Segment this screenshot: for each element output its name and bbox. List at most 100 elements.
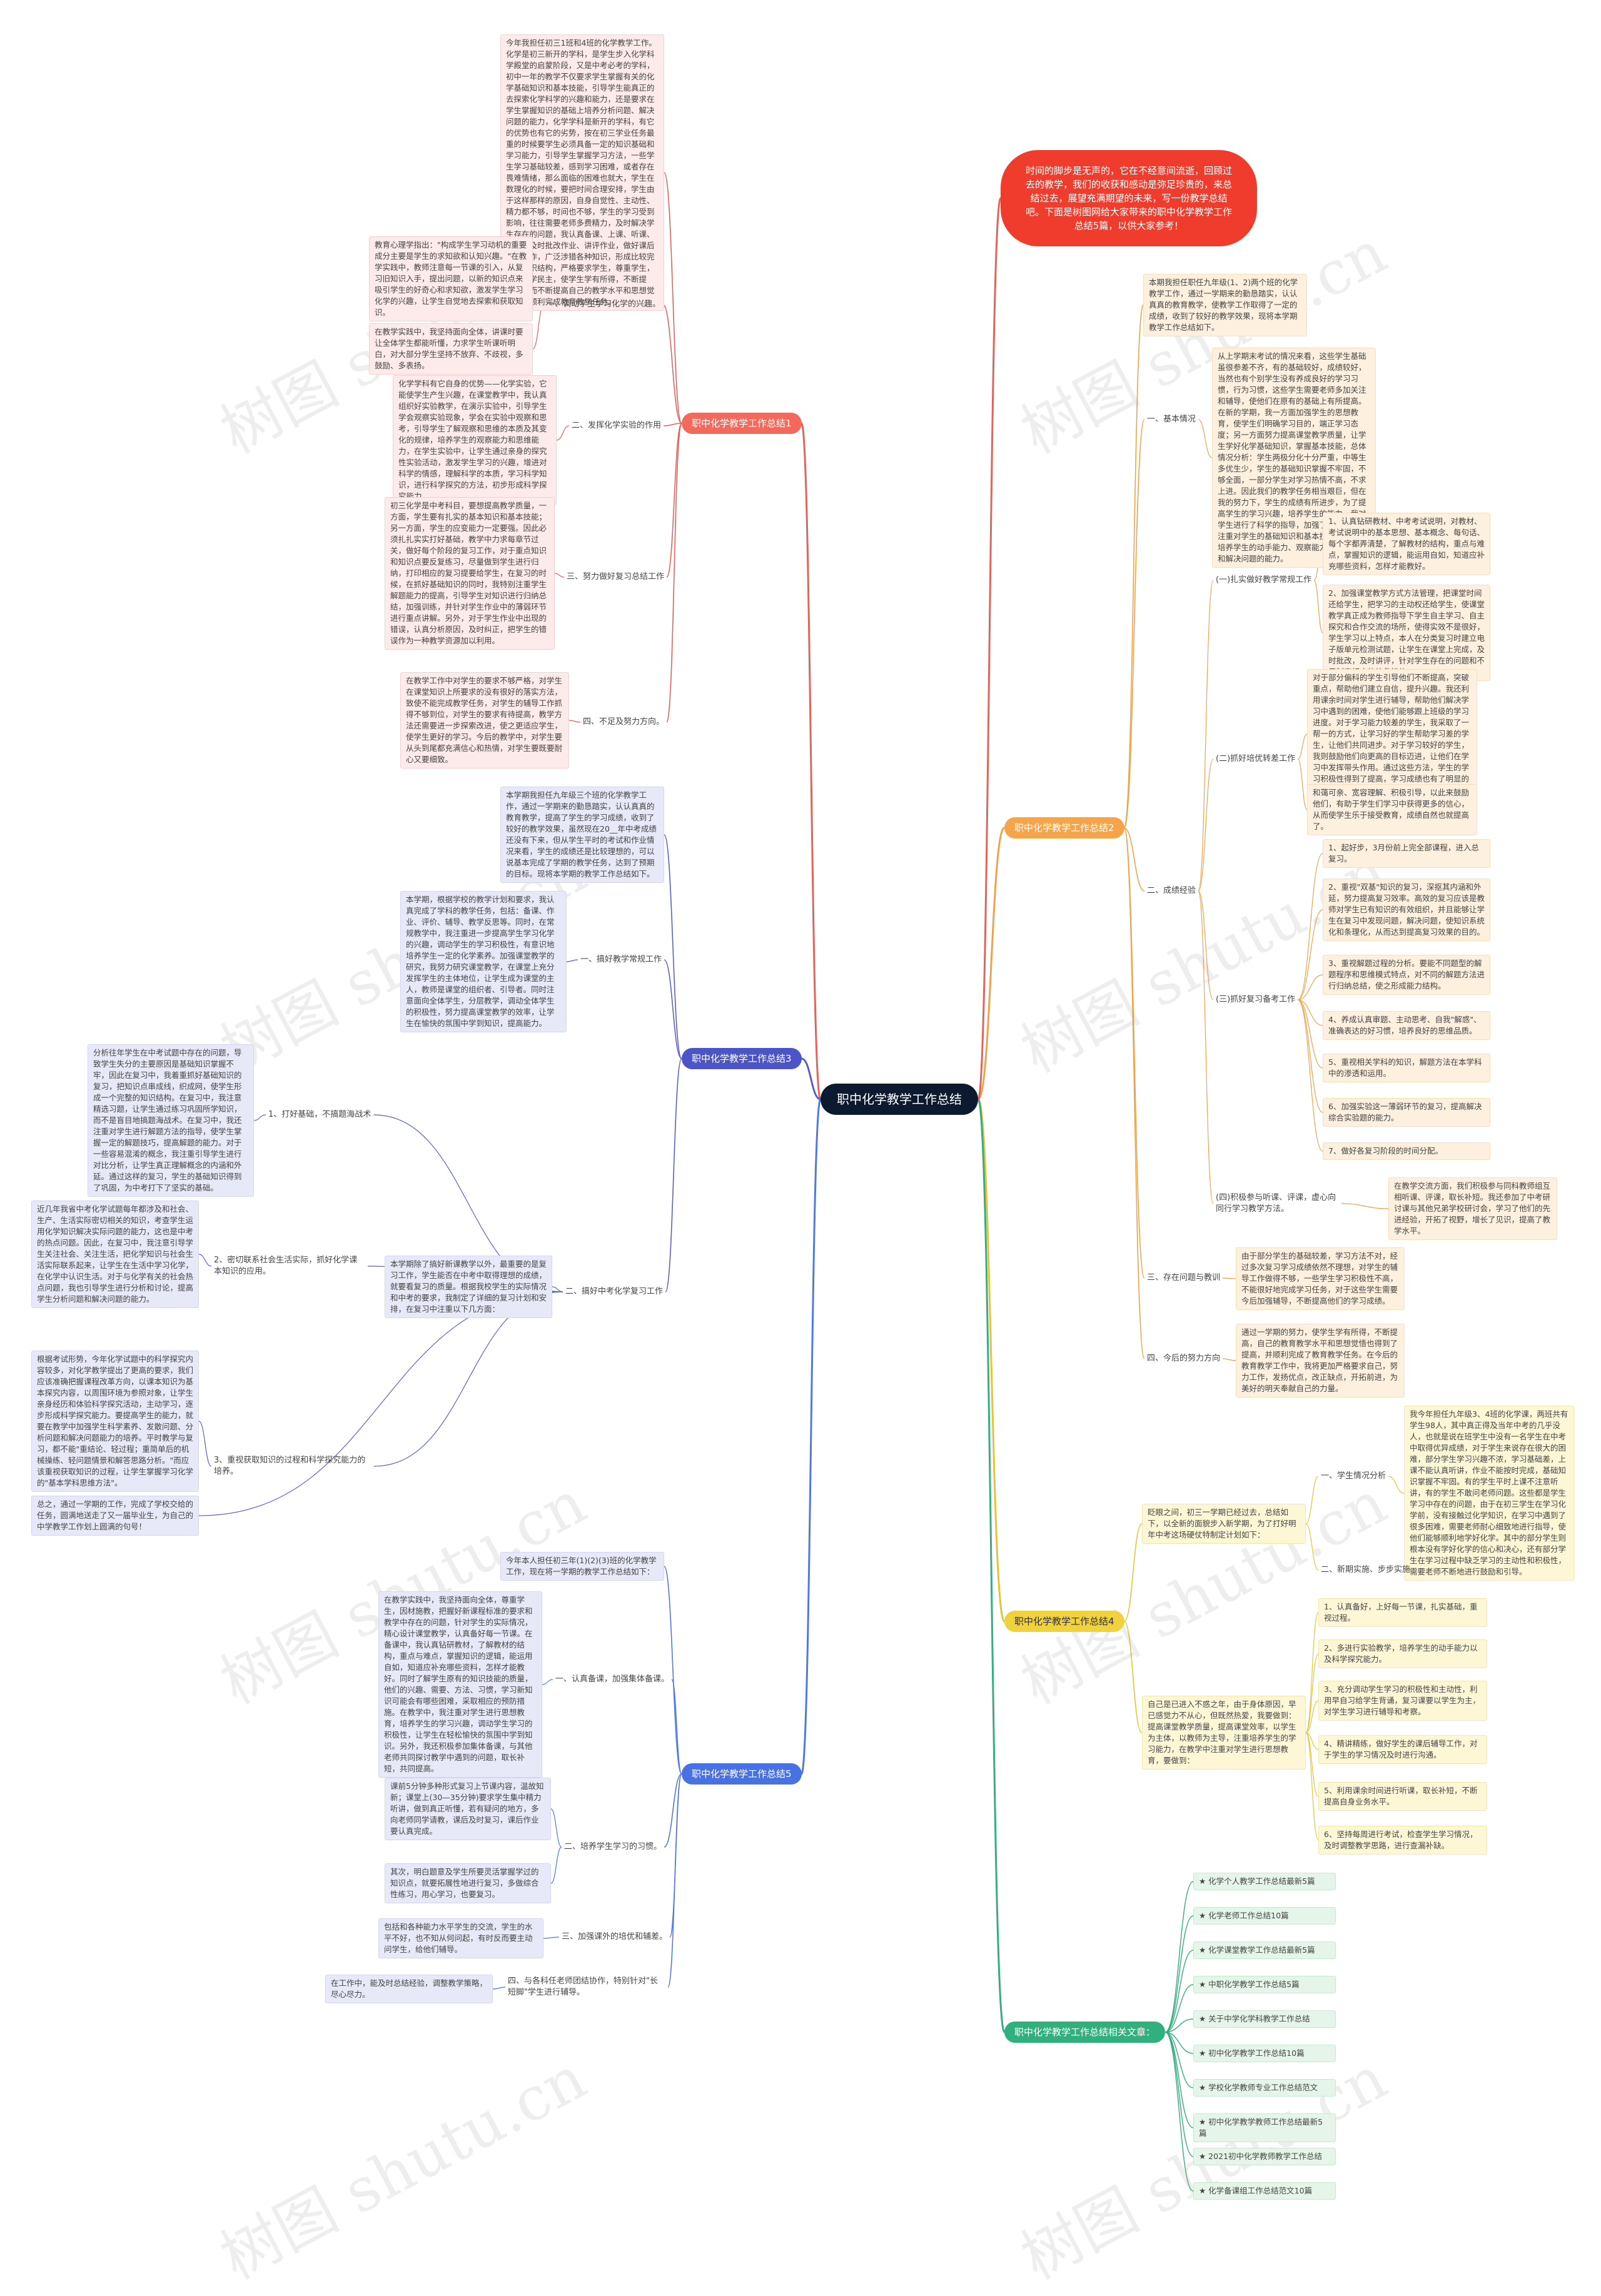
connector-line — [1164, 1984, 1194, 2033]
branch-summary-2[interactable]: 职中化学教学工作总结2 — [1004, 817, 1124, 838]
intro-callout: 时间的脚步是无声的，它在不经意间流逝，回顾过去的教学，我们的收获和感动是弥足珍贵… — [1001, 150, 1257, 246]
summary-2-subsection-4[interactable]: (四)积极参与听课、评课，虚心向同行学习教学方法。 — [1216, 1193, 1336, 1214]
connector-line — [198, 1291, 563, 1516]
connector-line — [1123, 827, 1145, 1359]
connector-line — [977, 197, 1002, 1100]
summary-1-section-1-text-2: 在教学实践中，我坚持面向全体，讲课时要让全体学生都能听懂，力求学生听课听明白，对… — [369, 323, 533, 375]
connector-line — [1341, 1203, 1389, 1209]
summary-1-section-3[interactable]: 三、努力做好复习总结工作 — [567, 572, 665, 582]
connector-line — [1123, 1621, 1143, 1733]
connector-line — [1164, 2032, 1194, 2157]
connector-line — [671, 1679, 682, 1775]
summary-3-section-2[interactable]: 二、搞好中考化学复习工作 — [565, 1287, 664, 1296]
summary-1-section-4[interactable]: 四、不足及努力方向。 — [583, 717, 665, 727]
summary-1-section-1[interactable]: 一、调动学生学习化学的兴趣。 — [547, 300, 661, 309]
branch-summary-1[interactable]: 职中化学教学工作总结1 — [682, 413, 802, 434]
connector-line — [1123, 1523, 1143, 1622]
branch-summary-3[interactable]: 职中化学教学工作总结3 — [682, 1048, 802, 1069]
related-article-link[interactable]: ★ 关于中学化学科教学工作总结 — [1193, 2010, 1336, 2028]
summary-2-subsection-1[interactable]: (一)扎实做好教学常规工作 — [1216, 575, 1312, 585]
connector-line — [550, 1808, 562, 1848]
related-article-link[interactable]: ★ 化学课堂教学工作总结最新5篇 — [1193, 1941, 1336, 1959]
connector-line — [1164, 2032, 1194, 2054]
connector-line — [1123, 305, 1144, 828]
branch-related-articles[interactable]: 职中化学教学工作总结相关文章： — [1004, 2022, 1166, 2043]
connector-line — [1297, 758, 1308, 810]
related-article-link[interactable]: ★ 化学备课组工作总结范文10篇 — [1193, 2182, 1336, 2200]
summary-5-section-4[interactable]: 四、与各科任老师团结协作，特别针对"长短脚"学生进行辅导。 — [508, 1976, 658, 1997]
connector-line — [1198, 890, 1214, 1000]
summary-3-subsection-1[interactable]: 1、打好基础，不搞题海战术 — [268, 1110, 371, 1119]
connector-line — [568, 720, 581, 723]
summary-4-item: 4、精讲精练，做好学生的课后辅导工作，对于学生的学习情况及时进行沟通。 — [1318, 1735, 1487, 1764]
related-article-link[interactable]: ★ 初中化学教学教师工作总结最新5篇 — [1193, 2113, 1336, 2142]
connector-line — [977, 1098, 1006, 2033]
connector-line — [1297, 999, 1323, 1152]
summary-2-subsection-3-item-2: 2、重视"双基"知识的复习，深抠其内涵和外延，努力提高复习效率。高效的复习应该是… — [1323, 879, 1490, 941]
connector-line — [1198, 890, 1214, 1204]
summary-4-subsection-1[interactable]: 一、学生情况分析 — [1321, 1471, 1386, 1481]
summary-3-section-2-text: 本学期除了搞好新课教学以外，最重要的是复习工作，学生能否在中考中取得理想的成绩，… — [385, 1256, 552, 1318]
connector-line — [198, 1254, 212, 1267]
connector-line — [664, 959, 682, 1059]
summary-3-section-1[interactable]: 一、搞好教学常规工作 — [580, 955, 662, 964]
summary-2-subsection-2[interactable]: (二)抓好培优转差工作 — [1216, 754, 1296, 763]
connector-line — [664, 1773, 682, 1848]
summary-5-section-1[interactable]: 一、认真备课，加强集体备课。 — [555, 1674, 670, 1684]
connector-line — [556, 425, 570, 441]
connector-line — [664, 834, 682, 1059]
connector-line — [1298, 999, 1323, 1026]
summary-2-section-1[interactable]: 一、基本情况 — [1147, 415, 1196, 424]
related-article-link[interactable]: ★ 学校化学教师专业工作总结范文 — [1193, 2079, 1336, 2097]
connector-line — [542, 1679, 553, 1685]
connector-line — [800, 1098, 822, 1775]
connector-line — [1223, 1358, 1236, 1361]
summary-3-intro: 本学期我担任九年级三个班的化学教学工作，通过一学期来的勤恳踏实，认认真真的教育教… — [500, 787, 664, 883]
connector-line — [1388, 1476, 1405, 1494]
connector-line — [550, 1846, 562, 1884]
connector-line — [1297, 909, 1323, 1000]
connector-line — [1165, 2018, 1194, 2033]
connector-line — [198, 1421, 212, 1467]
summary-5-section-2[interactable]: 二、培养学生学习的习惯。 — [564, 1842, 662, 1851]
summary-2-subsection-3[interactable]: (三)抓好复习备考工作 — [1216, 995, 1296, 1004]
summary-5-section-3[interactable]: 三、加强课外的培优和辅差。 — [562, 1932, 668, 1941]
summary-5-section-2-text-2: 其次，明白题意及学生所要灵活掌握学过的知识点，就要拓展性地进行复习，多做综合性练… — [385, 1863, 551, 1903]
related-article-link[interactable]: ★ 2021初中化学教师教学工作总结 — [1193, 2148, 1336, 2165]
connector-line — [1164, 1950, 1194, 2033]
summary-1-section-2[interactable]: 二、发挥化学实验的作用 — [572, 421, 662, 430]
summary-2-section-1-text: 从上学期末考试的情况来看，这些学生基础虽很参差不齐，有的基础较好，成绩较好，当然… — [1212, 348, 1376, 568]
summary-2-section-4-text: 通过一学期的努力，使学生学有所得，不断提高，自己的教育教学水平和思想觉悟也得到了… — [1236, 1324, 1405, 1397]
connector-line — [1164, 2032, 1194, 2192]
connector-line — [665, 1058, 682, 1292]
connector-line — [1305, 1732, 1319, 1750]
connector-line — [800, 422, 822, 1100]
summary-4-subsection-2[interactable]: 二、新期实施、步步实施 — [1321, 1565, 1411, 1574]
summary-2-section-4[interactable]: 四、今后的努力方向 — [1147, 1354, 1221, 1363]
related-article-link[interactable]: ★ 化学老师工作总结10篇 — [1193, 1907, 1336, 1925]
connector-line — [1297, 733, 1308, 760]
summary-4-intro: 眨眼之间，初三一学期已经过去，总结如下，以全新的面貌步入新学期，为了打好明年中考… — [1142, 1504, 1306, 1544]
branch-summary-4[interactable]: 职中化学教学工作总结4 — [1004, 1611, 1124, 1632]
summary-2-section-2[interactable]: 二、成绩经验 — [1147, 886, 1196, 895]
summary-2-subsection-3-item-6: 6、加强实验这一薄弱环节的复习，提高解决综合实验题的能力。 — [1323, 1098, 1490, 1127]
summary-3-subsection-3[interactable]: 3、重视获取知识的过程和科学探究能力的培养。 — [214, 1456, 366, 1476]
connector-line — [1305, 1476, 1319, 1524]
summary-2-subsection-3-item-1: 1、起好步，3月份前上完全部课程，进入总复习。 — [1323, 839, 1490, 868]
related-article-link[interactable]: ★ 初中化学教学工作总结10篇 — [1193, 2045, 1336, 2062]
connector-line — [1297, 853, 1323, 1000]
summary-3-subsection-3-text: 根据考试形势，今年化学试题中的科学探究内容较多，对化学教学提出了更高的要求，我们… — [31, 1351, 199, 1492]
summary-4-item: 3、充分调动学生学习的积极性和主动性，利用早自习给学生背诵，复习课要以学生为主，… — [1318, 1681, 1487, 1721]
related-article-link[interactable]: ★ 中职化学教学工作总结5篇 — [1193, 1976, 1336, 1993]
connector-line — [1198, 580, 1214, 892]
summary-1-section-4-text: 在教学工作中对学生的要求不够严格，对学生在课堂知识上所要求的没有很好的落实方法，… — [400, 672, 569, 768]
summary-3-subsection-2[interactable]: 2、密切联系社会生活实际，抓好化学课本知识的应用。 — [214, 1256, 358, 1276]
connector-line — [1313, 580, 1323, 633]
related-article-link[interactable]: ★ 化学个人教学工作总结最新5篇 — [1193, 1873, 1336, 1890]
connector-line — [1198, 419, 1213, 458]
summary-5-intro: 今年本人担任初三年(1)(2)(3)班的化学教学工作，现在将一学期的教学工作总结… — [500, 1552, 664, 1581]
branch-summary-5[interactable]: 职中化学教学工作总结5 — [682, 1763, 802, 1785]
summary-2-section-3[interactable]: 三、存在问题与教训 — [1147, 1273, 1221, 1282]
root-topic[interactable]: 职中化学教学工作总结 — [821, 1084, 978, 1115]
summary-2-subsection-2-text: 对于部分偏科的学生引导他们不断提高，突破重点，帮助他们建立自信，提升兴趣。我还利… — [1307, 669, 1477, 799]
